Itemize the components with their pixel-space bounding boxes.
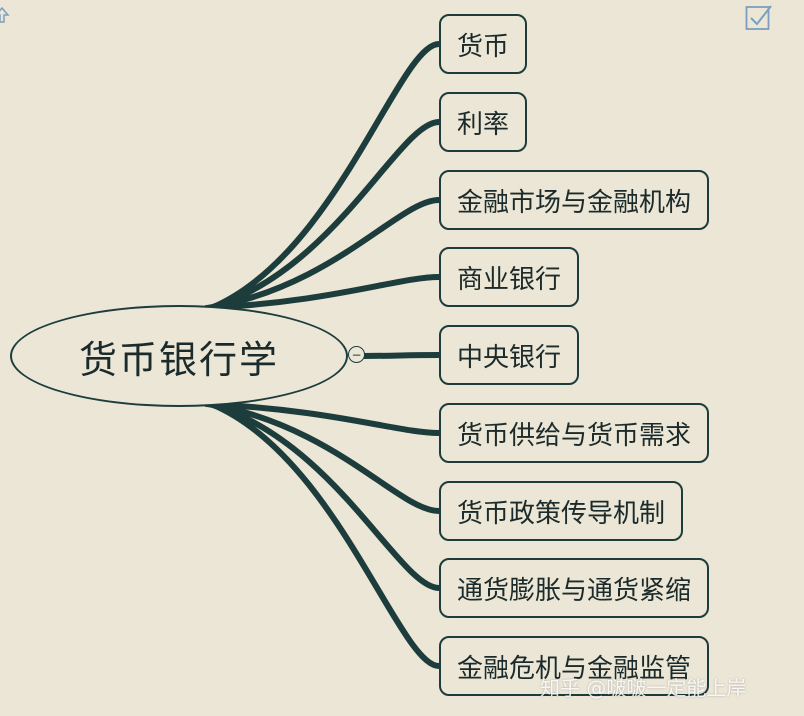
connector-line	[203, 274, 442, 311]
expand-arrow-icon[interactable]	[0, 6, 10, 24]
connector-line	[208, 401, 442, 669]
root-topic-label: 货币银行学	[78, 337, 279, 382]
branch-node[interactable]: 货币政策传导机制	[439, 481, 684, 541]
branch-label: 货币供给与货币需求	[457, 420, 692, 451]
branch-node[interactable]: 金融市场与金融机构	[439, 170, 710, 230]
branch-node[interactable]: 金融危机与金融监管	[439, 636, 710, 696]
branch-label: 金融市场与金融机构	[457, 187, 692, 218]
branch-label: 利率	[457, 109, 510, 140]
branch-node[interactable]: 货币	[439, 14, 528, 74]
branch-label: 商业银行	[457, 264, 562, 295]
branch-label: 货币	[457, 31, 510, 62]
branch-label: 通货膨胀与通货紧缩	[457, 575, 692, 606]
collapse-toggle-icon[interactable]: −	[348, 346, 365, 363]
checkbox-checked-icon[interactable]	[745, 4, 773, 32]
branch-node[interactable]: 通货膨胀与通货紧缩	[439, 558, 710, 618]
branch-node[interactable]: 利率	[439, 92, 528, 152]
branch-label: 中央银行	[457, 342, 562, 373]
connector-line	[205, 197, 442, 311]
branch-node[interactable]: 中央银行	[439, 325, 580, 385]
connector-line	[359, 352, 442, 359]
branch-label: 货币政策传导机制	[457, 498, 666, 529]
branch-label: 金融危机与金融监管	[457, 653, 692, 684]
connector-line	[203, 401, 442, 436]
watermark: 知乎 @啵啵一定能上岸	[540, 676, 747, 700]
connector-line	[206, 119, 442, 311]
root-topic[interactable]: 货币银行学	[10, 305, 348, 407]
connector-line	[205, 401, 442, 514]
branch-node[interactable]: 商业银行	[439, 247, 580, 307]
connector-line	[206, 401, 442, 591]
connector-line	[208, 41, 442, 311]
branch-node[interactable]: 货币供给与货币需求	[439, 403, 710, 463]
